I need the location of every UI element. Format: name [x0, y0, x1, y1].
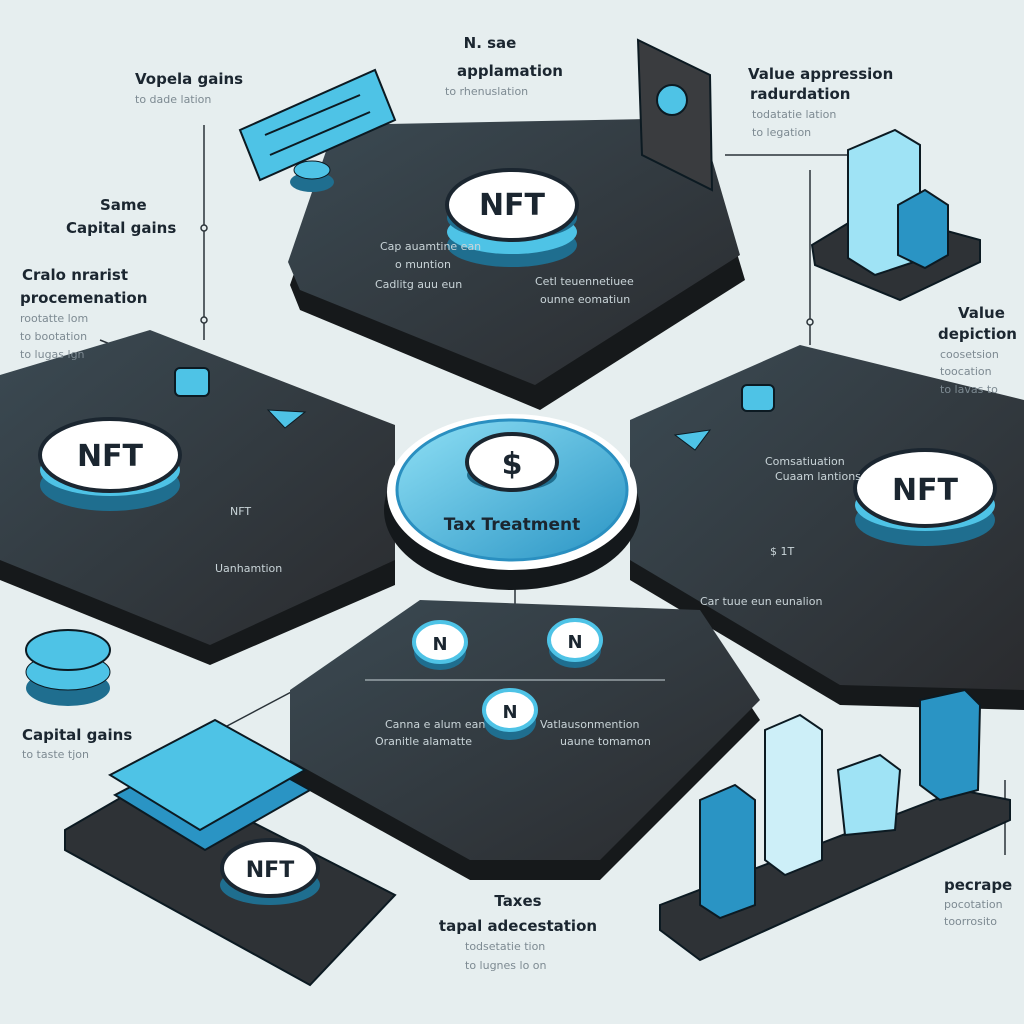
label-title: applamation: [457, 62, 563, 80]
coin-stack-left: [25, 629, 111, 706]
platform-text: Cadlitg auu eun: [375, 278, 462, 291]
platform-text: ounne eomatiun: [540, 293, 630, 306]
cube-icon: [741, 384, 775, 412]
cube-icon: [174, 367, 210, 397]
platform-text: Vatlausonmention: [540, 718, 639, 731]
coin-label: NFT: [77, 439, 144, 474]
platform-text: Uanhamtion: [215, 562, 282, 575]
label-title: Taxes: [494, 892, 541, 910]
label-sub: rootatte lom: [20, 312, 88, 325]
label-title: N. sae: [464, 34, 517, 52]
label-title: procemenation: [20, 289, 147, 307]
label-sub: to lugnes lo on: [465, 959, 547, 972]
platform-text: Oranitle alamatte: [375, 735, 472, 748]
wallet-card: [636, 38, 714, 192]
arrow-icon: [673, 429, 712, 451]
label-title: Vopela gains: [135, 70, 243, 88]
platform-text: Car tuue eun eunalion: [700, 595, 822, 608]
label-title: depiction: [938, 325, 1017, 343]
label-title: pecrape: [944, 876, 1012, 894]
platform-right: NFT Comsatiuation Cuaam lantions $ 1T Ca…: [630, 345, 1024, 710]
label-top-center: N. sae applamation to rhenuslation: [445, 34, 563, 98]
label-left-lower: Cralo nrarist procemenation rootatte lom…: [20, 266, 147, 361]
platform-bottom: N N N Canna e alum ean Oranitle alamatte…: [290, 600, 760, 880]
label-left-mid: Same Capital gains: [66, 196, 176, 237]
tax-treatment-hub: $ Tax Treatment: [384, 414, 640, 590]
label-sub: toocation: [940, 365, 992, 378]
label-right-mid: Value depiction coosetsion toocation to …: [938, 304, 1017, 396]
label-sub: to taste tjon: [22, 748, 89, 761]
platform-text: Cuaam lantions: [775, 470, 861, 483]
label-sub: to rhenuslation: [445, 85, 528, 98]
platform-text: Canna e alum ean: [385, 718, 485, 731]
coin-label: N: [502, 702, 517, 723]
platform-top: NFT Cap auamtine ean o muntion Cadlitg a…: [288, 118, 745, 410]
platform-bottom-left: NFT: [64, 718, 397, 987]
label-sub: coosetsion: [940, 348, 999, 361]
label-sub: to legation: [752, 126, 811, 139]
label-title: Value: [958, 304, 1005, 322]
label-sub: todatatie lation: [752, 108, 836, 121]
n-coin: N: [547, 618, 603, 668]
label-title: Capital gains: [22, 726, 132, 744]
hub-label: Tax Treatment: [444, 515, 580, 535]
label-sub: to bootation: [20, 330, 87, 343]
platform-text: uaune tomamon: [560, 735, 651, 748]
platform-text: Cap auamtine ean: [380, 240, 481, 253]
label-bottom-right: pecrape pocotation toorrosito: [944, 876, 1012, 928]
label-top-right: Value appression radurdation todatatie l…: [748, 65, 893, 139]
dollar-icon: $: [502, 447, 523, 482]
label-sub: to dade lation: [135, 93, 211, 106]
platform-tag: NFT: [230, 505, 251, 518]
coin-label: N: [432, 634, 447, 655]
label-sub: pocotation: [944, 898, 1003, 911]
label-title: Same: [100, 196, 147, 214]
label-title: Cralo nrarist: [22, 266, 128, 284]
coin-label: NFT: [246, 858, 294, 883]
label-title: Capital gains: [66, 219, 176, 237]
platform-text: Comsatiuation: [765, 455, 845, 468]
coin-label: NFT: [479, 188, 546, 223]
arrow-icon: [266, 409, 307, 429]
bar-chart-top-right: [810, 128, 981, 302]
label-bottom-center: Taxes tapal adecestation todsetatie tion…: [439, 892, 597, 972]
label-title: tapal adecestation: [439, 917, 597, 935]
platform-left: NFT NFT Uanhamtion: [0, 330, 395, 665]
bar-chart-bottom-right: [659, 688, 1011, 962]
document-panel: [238, 68, 397, 192]
n-coin: N: [412, 620, 468, 670]
label-title: radurdation: [750, 85, 851, 103]
label-sub: to lavas to: [940, 383, 998, 396]
label-sub: toorrosito: [944, 915, 997, 928]
label-bottom-left: Capital gains to taste tjon: [22, 726, 132, 761]
label-sub: todsetatie tion: [465, 940, 545, 953]
nft-coin-stack: NFT: [445, 168, 579, 267]
n-coin: N: [482, 688, 538, 740]
platform-tag: $ 1T: [770, 545, 794, 558]
coin-label: N: [567, 632, 582, 653]
label-sub: to lugas lgn: [20, 348, 85, 361]
label-top-left: Vopela gains to dade lation: [135, 70, 243, 106]
platform-text: o muntion: [395, 258, 451, 271]
platform-text: Cetl teuennetiuee: [535, 275, 634, 288]
label-title: Value appression: [748, 65, 893, 83]
coin-label: NFT: [892, 473, 959, 508]
